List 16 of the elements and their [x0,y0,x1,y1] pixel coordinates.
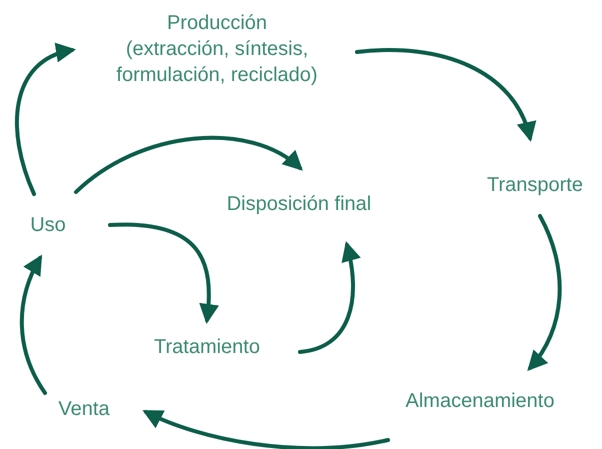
node-label: Producción [166,11,268,36]
curved-arrow [74,136,304,194]
curved-arrow [527,214,562,372]
node-label: (extracción, síntesis, formulación, reciclado) [115,37,319,88]
curved-arrow [15,44,76,196]
curved-arrow [20,254,47,395]
node-label: Transporte [486,173,584,198]
curved-arrow [142,410,390,449]
curved-arrow [108,222,219,324]
curved-arrow [355,48,535,142]
node-label: Almacenamiento [404,389,556,414]
node-label: Tratamiento [153,335,261,360]
node-label: Uso [29,213,67,238]
node-label: Disposición final [226,192,372,217]
node-label: Venta [57,397,111,422]
curved-arrow [298,241,360,354]
